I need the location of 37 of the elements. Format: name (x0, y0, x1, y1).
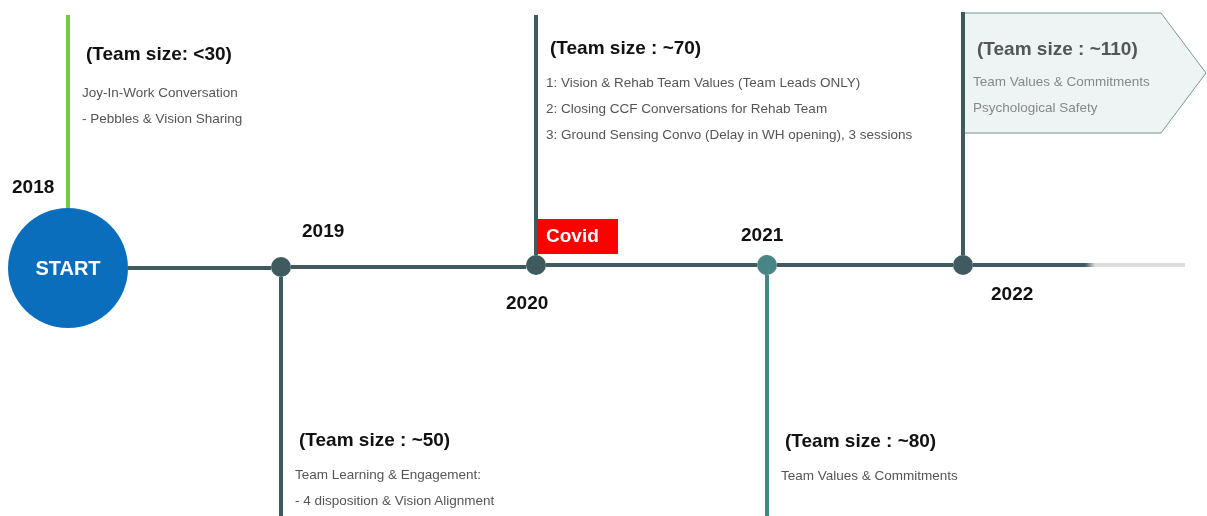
timeline-line (546, 263, 757, 267)
milestone-dot (526, 255, 546, 275)
flag-banner (961, 12, 1207, 134)
activity-text: Team Learning & Engagement: (295, 467, 482, 482)
activity-text: Team Values & Commitments (781, 468, 958, 483)
timeline-line (765, 275, 769, 430)
activity-text: Psychological Safety (973, 100, 1098, 115)
activity-text: 1: Vision & Rehab Team Values (Team Leads ONLY) (546, 75, 861, 90)
activity-text: 2: Closing CCF Conversations for Rehab Team (546, 101, 828, 116)
milestone-dot (757, 255, 777, 275)
team-size-heading: (Team size : ~110) (977, 38, 1138, 60)
activity-text: Team Values & Commitments (973, 74, 1150, 89)
team-size-heading: (Team size : ~80) (785, 430, 937, 452)
activity-text: Joy-In-Work Conversation (82, 85, 238, 100)
team-size-heading: (Team size : ~50) (299, 429, 451, 451)
timeline-line (279, 277, 283, 425)
team-size-heading: (Team size: <30) (86, 43, 232, 65)
timeline-line (973, 263, 1185, 267)
timeline-line (291, 265, 526, 269)
milestone-dot (953, 255, 973, 275)
timeline-line (66, 185, 70, 208)
event-tag: Covid (537, 219, 618, 254)
timeline-line (961, 134, 965, 255)
year-label: 2022 (991, 283, 1034, 305)
year-label: 2019 (302, 220, 345, 242)
timeline-line (534, 215, 538, 255)
activity-text: 3: Ground Sensing Convo (Delay in WH opening), 3 sessions (546, 127, 913, 142)
start-circle: START (8, 208, 128, 328)
timeline-line (128, 266, 271, 270)
team-size-heading: (Team size : ~70) (550, 37, 702, 59)
milestone-dot (271, 257, 291, 277)
year-label: 2021 (741, 224, 784, 246)
timeline-line (777, 263, 953, 267)
activity-text: - Pebbles & Vision Sharing (82, 111, 243, 126)
year-label: 2018 (12, 176, 55, 198)
activity-text: - 4 disposition & Vision Alignment (295, 493, 495, 508)
year-label: 2020 (506, 292, 549, 314)
